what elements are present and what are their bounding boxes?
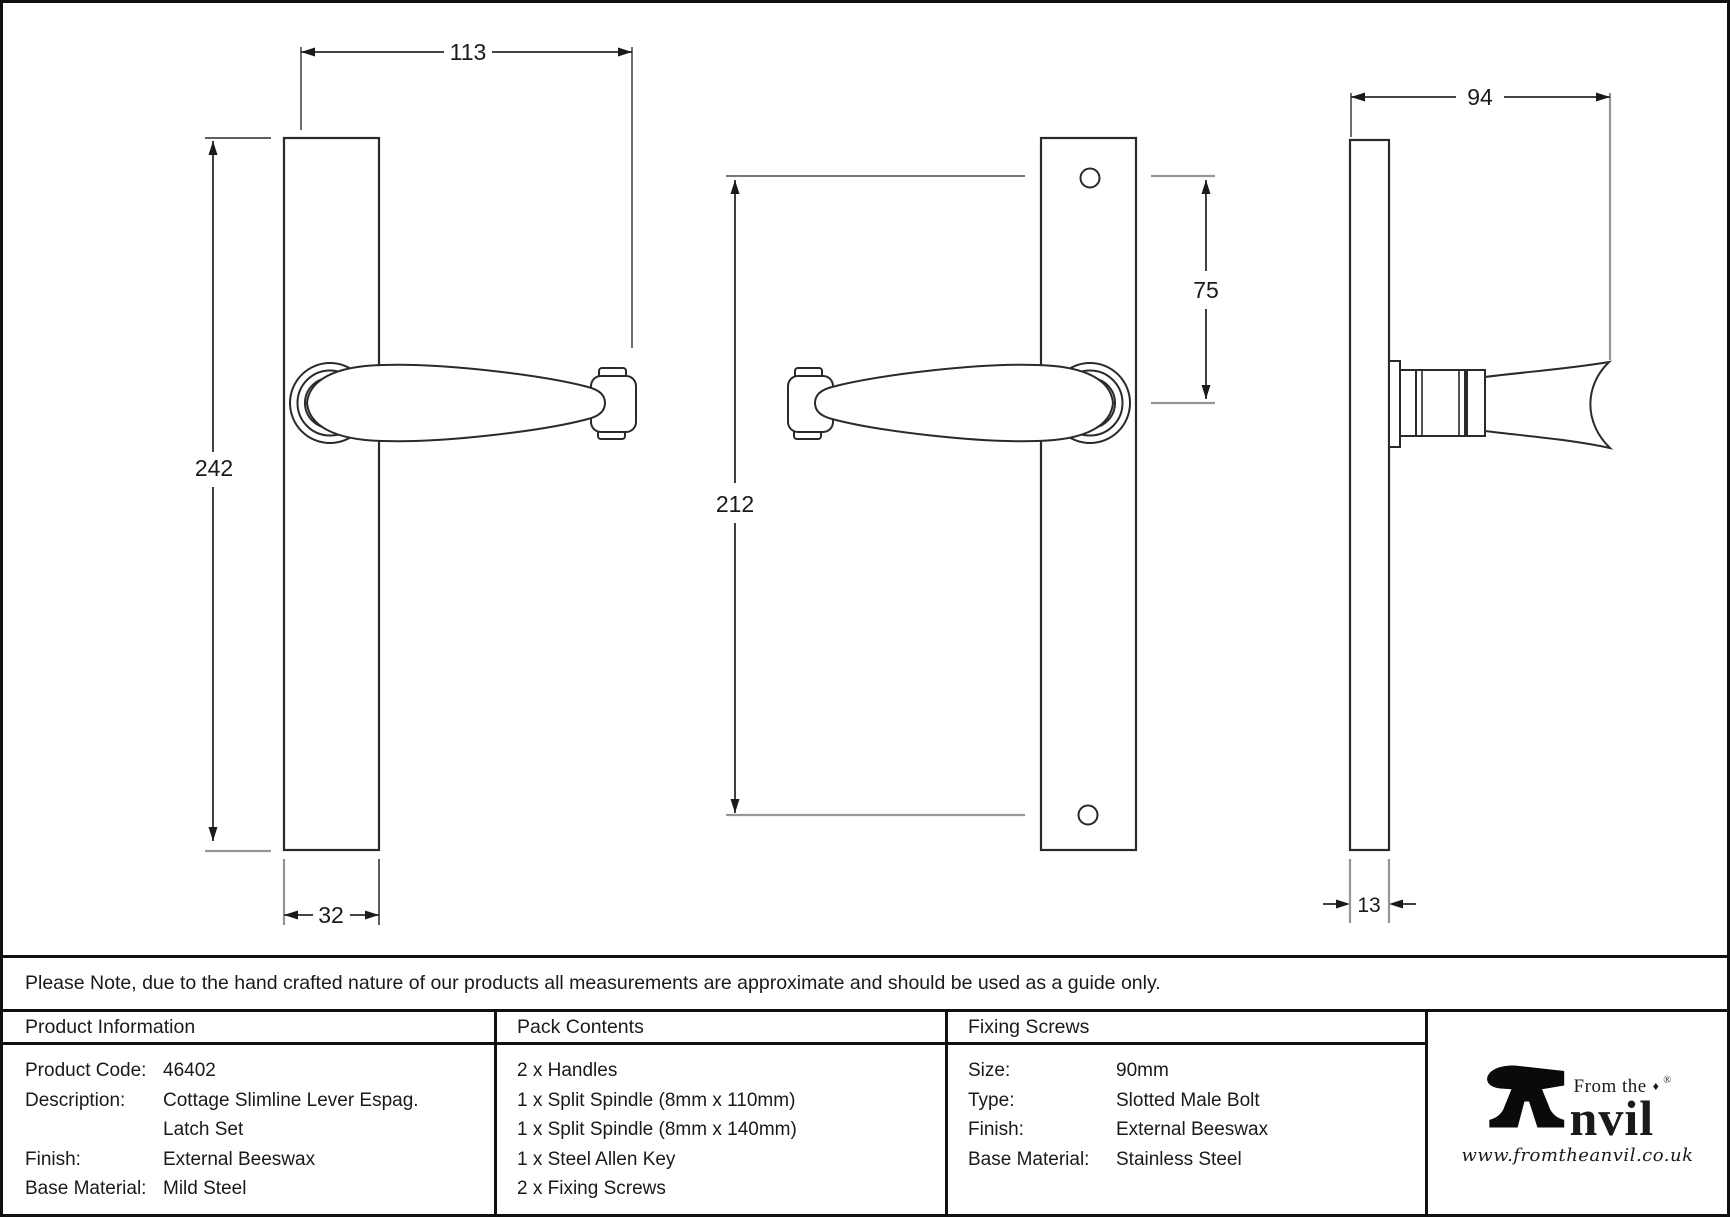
dimension-242: 242 bbox=[195, 137, 271, 853]
pack-contents-header: Pack Contents bbox=[497, 1012, 945, 1045]
table-row: Latch Set bbox=[25, 1115, 494, 1145]
from-the-anvil-logo: From the ♦ ® nvil www.fromtheanvil.co.uk bbox=[1461, 1061, 1693, 1166]
table-row: Type: Slotted Male Bolt bbox=[968, 1086, 1425, 1116]
table-row: Description: Cottage Slimline Lever Espa… bbox=[25, 1086, 494, 1116]
list-item: 2 x Fixing Screws bbox=[517, 1178, 666, 1199]
technical-drawing-svg: 113 242 32 bbox=[195, 39, 1614, 928]
row-label: Type: bbox=[968, 1089, 1015, 1111]
dimension-13: 13 bbox=[1323, 859, 1416, 923]
list-item: 1 x Split Spindle (8mm x 140mm) bbox=[517, 1119, 797, 1140]
row-label bbox=[25, 1115, 163, 1145]
front-view-middle bbox=[787, 136, 1138, 852]
product-information-body: Product Code: 46402 Description: Cottage… bbox=[3, 1045, 494, 1204]
fixing-hole-top bbox=[1079, 167, 1101, 189]
side-view bbox=[1348, 138, 1614, 852]
table-row: Finish: External Beeswax bbox=[968, 1115, 1425, 1145]
row-value: Stainless Steel bbox=[1116, 1148, 1242, 1170]
fixing-screws-header: Fixing Screws bbox=[948, 1012, 1425, 1045]
collar-1 bbox=[1399, 369, 1417, 437]
rose-side bbox=[1388, 360, 1401, 448]
lever-handle-side bbox=[1484, 360, 1614, 450]
diamond-icon: ♦ bbox=[1652, 1078, 1660, 1093]
dimension-94: 94 bbox=[1350, 84, 1612, 360]
dim-label-75: 75 bbox=[1193, 277, 1219, 303]
logo-tagline-text: From the bbox=[1573, 1075, 1647, 1097]
list-item: 1 x Steel Allen Key bbox=[517, 1148, 676, 1170]
spindle-cylinder bbox=[1415, 369, 1466, 437]
dimension-113: 113 bbox=[300, 39, 633, 348]
fixing-hole-bottom bbox=[1077, 804, 1099, 826]
row-label: Product Code: bbox=[25, 1060, 147, 1081]
dimension-75: 75 bbox=[1151, 174, 1219, 405]
front-view-left bbox=[282, 136, 637, 852]
product-information-column: Product Information Product Code: 46402 … bbox=[3, 1012, 494, 1214]
row-value: External Beeswax bbox=[163, 1148, 316, 1170]
product-information-header: Product Information bbox=[3, 1012, 494, 1045]
row-value: 90mm bbox=[1116, 1060, 1169, 1081]
dim-label-13: 13 bbox=[1357, 894, 1380, 917]
dim-label-242: 242 bbox=[195, 455, 233, 481]
list-item: 1 x Split Spindle (8mm x 110mm) bbox=[517, 1089, 796, 1111]
table-row: Size: 90mm bbox=[968, 1056, 1425, 1086]
technical-drawing-area: 113 242 32 bbox=[3, 3, 1727, 955]
table-row: Finish: External Beeswax bbox=[25, 1145, 494, 1175]
collar-2 bbox=[1466, 369, 1486, 437]
brand-logo-cell: From the ♦ ® nvil www.fromtheanvil.co.uk bbox=[1425, 1012, 1727, 1214]
row-label: Size: bbox=[968, 1060, 1011, 1081]
row-value: 46402 bbox=[163, 1060, 216, 1081]
spec-table: Product Information Product Code: 46402 … bbox=[3, 1009, 1727, 1214]
logo-name: nvil bbox=[1569, 1089, 1655, 1146]
dim-label-94: 94 bbox=[1467, 84, 1493, 110]
list-item: 2 x Handles bbox=[517, 1060, 618, 1081]
pack-contents-column: Pack Contents 2 x Handles 1 x Split Spin… bbox=[494, 1012, 945, 1214]
measurement-note-text: Please Note, due to the hand crafted nat… bbox=[25, 972, 1161, 994]
backplate-front bbox=[282, 136, 381, 852]
backplate-side bbox=[1348, 138, 1391, 852]
pack-contents-body: 2 x Handles 1 x Split Spindle (8mm x 110… bbox=[497, 1045, 945, 1204]
lever-handle-middle bbox=[813, 363, 1115, 443]
lever-end-fixings bbox=[590, 367, 637, 440]
lever-handle bbox=[305, 363, 607, 443]
row-label: Description: bbox=[25, 1089, 126, 1111]
anvil-icon bbox=[1486, 1065, 1564, 1127]
dimension-212: 212 bbox=[716, 175, 1025, 817]
table-row: Base Material: Stainless Steel bbox=[968, 1145, 1425, 1175]
measurement-note-bar: Please Note, due to the hand crafted nat… bbox=[3, 955, 1727, 1009]
row-label: Base Material: bbox=[25, 1178, 147, 1199]
row-label: Base Material: bbox=[968, 1148, 1090, 1170]
table-row: Product Code: 46402 bbox=[25, 1056, 494, 1086]
row-label: Finish: bbox=[968, 1119, 1024, 1140]
row-value: Cottage Slimline Lever Espag. bbox=[163, 1089, 419, 1111]
backplate-middle bbox=[1039, 136, 1138, 852]
dim-label-212: 212 bbox=[716, 491, 754, 517]
registered-mark: ® bbox=[1663, 1074, 1672, 1086]
dim-label-113: 113 bbox=[450, 39, 487, 65]
row-value: Mild Steel bbox=[163, 1178, 247, 1199]
table-row: Base Material: Mild Steel bbox=[25, 1174, 494, 1204]
logo-tagline: From the ♦ ® bbox=[1573, 1075, 1672, 1097]
dimension-32: 32 bbox=[282, 859, 380, 928]
dim-label-32: 32 bbox=[318, 902, 344, 928]
logo-website: www.fromtheanvil.co.uk bbox=[1461, 1144, 1694, 1166]
fixing-screws-column: Fixing Screws Size: 90mm Type: Slotted M… bbox=[945, 1012, 1425, 1214]
row-value: Latch Set bbox=[163, 1119, 244, 1140]
row-value: External Beeswax bbox=[1116, 1119, 1269, 1140]
fixing-screws-body: Size: 90mm Type: Slotted Male Bolt Finis… bbox=[948, 1045, 1425, 1174]
row-value: Slotted Male Bolt bbox=[1116, 1089, 1260, 1111]
row-label: Finish: bbox=[25, 1148, 81, 1170]
